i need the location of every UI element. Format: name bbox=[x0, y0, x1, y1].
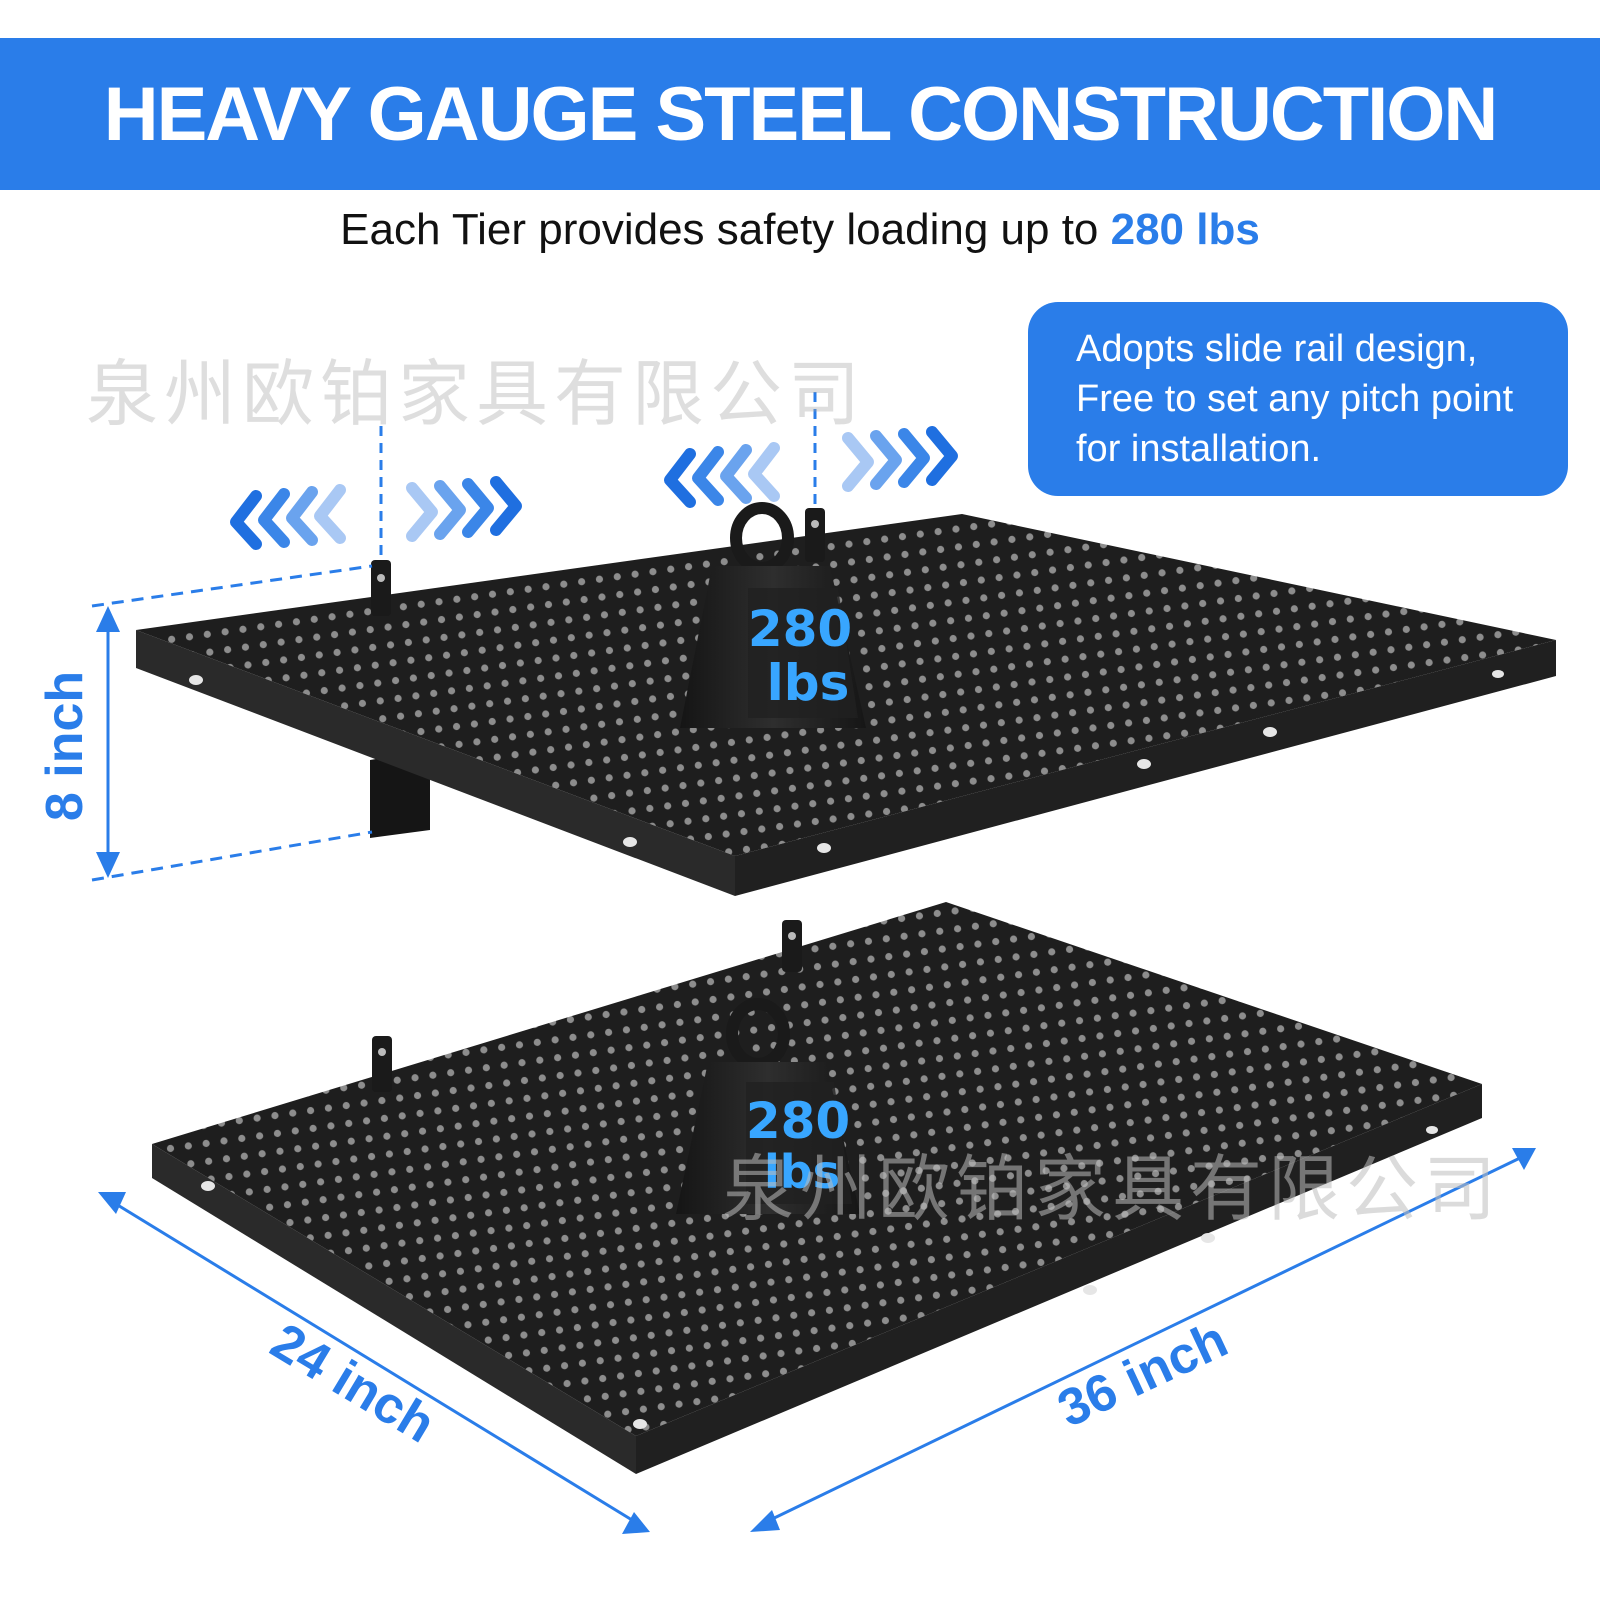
lower-shelf-side-edge bbox=[636, 1084, 1482, 1474]
subtitle-highlight: 280 lbs bbox=[1110, 205, 1260, 254]
upper-weight-value: 280 bbox=[748, 600, 852, 658]
slide-rail-callout: Adopts slide rail design, Free to set an… bbox=[1028, 302, 1568, 496]
lower-shelf-edge-holes bbox=[201, 1126, 1438, 1429]
lower-weight-unit: lbs bbox=[764, 1145, 840, 1199]
upper-hook-right bbox=[805, 508, 825, 562]
chevron-right-icon bbox=[870, 430, 902, 490]
height-dimension: 8 inch bbox=[36, 564, 373, 882]
chevron-left-icon bbox=[748, 442, 780, 502]
callout-line-3: for installation. bbox=[1076, 428, 1322, 470]
chevron-right-icon bbox=[898, 428, 930, 488]
slide-arrows-right bbox=[664, 392, 958, 508]
height-label: 8 inch bbox=[36, 671, 94, 821]
upper-weight: 280 lbs bbox=[680, 502, 866, 728]
subtitle-text: Each Tier provides safety loading up to bbox=[340, 205, 1111, 254]
upper-shelf-front-edge bbox=[136, 630, 735, 896]
chevron-right-icon bbox=[406, 482, 438, 542]
watermark-bottom: 泉州欧铂家具有限公司 bbox=[722, 1147, 1503, 1231]
upper-weight-unit: lbs bbox=[767, 654, 850, 712]
subtitle: Each Tier provides safety loading up to … bbox=[0, 205, 1600, 255]
chevron-right-icon bbox=[926, 426, 958, 486]
callout-line-1: Adopts slide rail design, bbox=[1076, 328, 1478, 370]
slide-arrows-left bbox=[230, 426, 522, 560]
width-label: 36 inch bbox=[1049, 1310, 1236, 1438]
header-banner: HEAVY GAUGE STEEL CONSTRUCTION bbox=[0, 38, 1600, 190]
chevron-left-icon bbox=[664, 448, 696, 508]
chevron-right-icon bbox=[490, 476, 522, 536]
chevron-right-icon bbox=[842, 432, 874, 492]
banner-title: HEAVY GAUGE STEEL CONSTRUCTION bbox=[103, 71, 1499, 157]
chevron-left-icon bbox=[258, 488, 290, 548]
chevron-right-icon bbox=[434, 480, 466, 540]
lower-hook-left bbox=[372, 1036, 392, 1092]
lower-shelf-front-edge bbox=[152, 1144, 636, 1474]
lower-weight-value: 280 bbox=[746, 1092, 850, 1150]
callout-line-2: Free to set any pitch point bbox=[1076, 378, 1514, 420]
watermark-top: 泉州欧铂家具有限公司 bbox=[86, 352, 867, 436]
chevron-right-icon bbox=[462, 478, 494, 538]
chevron-left-icon bbox=[692, 446, 724, 506]
upper-hook-left bbox=[371, 560, 391, 616]
lower-hook-right bbox=[782, 920, 802, 972]
upper-shelf-edge-holes bbox=[189, 670, 1504, 853]
lower-weight: 280 lbs bbox=[676, 998, 860, 1214]
chevron-left-icon bbox=[314, 484, 346, 544]
chevron-left-icon bbox=[720, 444, 752, 504]
chevron-left-icon bbox=[230, 490, 262, 550]
chevron-left-icon bbox=[286, 486, 318, 546]
